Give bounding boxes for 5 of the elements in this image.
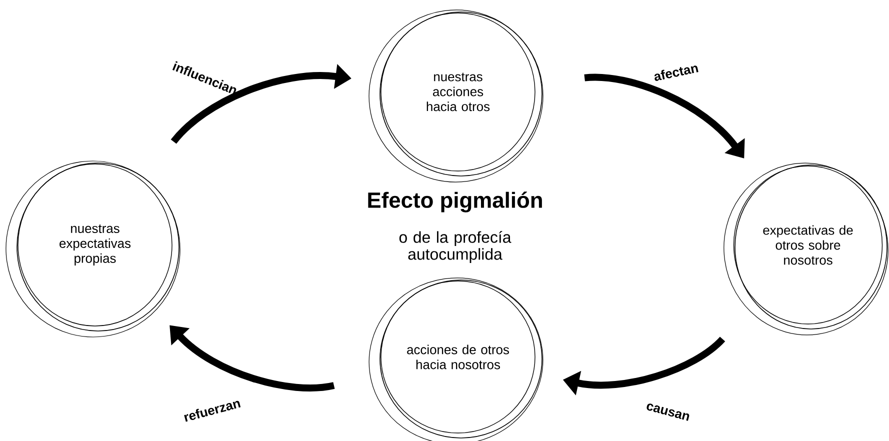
edge-label: afectan	[654, 66, 698, 81]
edge-label: refuerzan	[184, 400, 241, 422]
edge-label: causan	[646, 404, 690, 421]
title: Efecto pigmalión	[368, 192, 542, 212]
subtitle: o de la profecía autocumplida	[399, 231, 512, 263]
